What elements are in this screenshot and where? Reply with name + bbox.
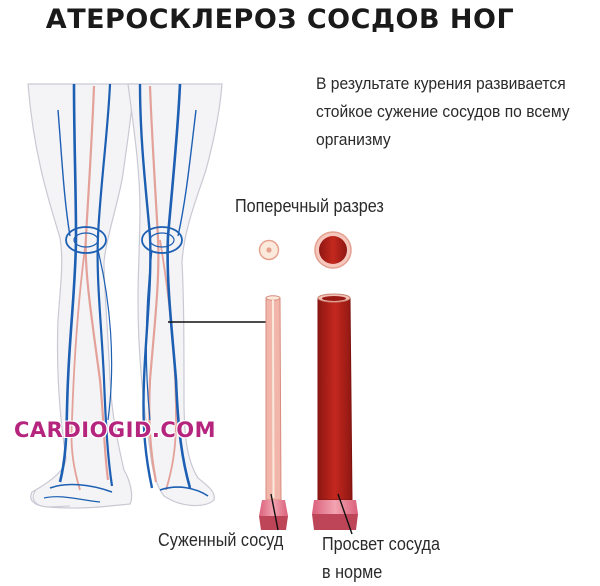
normal-vessel (312, 293, 358, 530)
normal-pointer (337, 493, 353, 535)
narrowed-pointer (270, 493, 279, 531)
page-title: АТЕРОСКЛЕРОЗ СОСДОВ НОГ (45, 4, 515, 35)
cross-section-narrowed (258, 239, 280, 261)
normal-lumen-label-line2: в норме (322, 562, 383, 582)
normal-lumen-label: Просвет сосуда (322, 534, 440, 554)
cross-section-normal (314, 231, 352, 269)
right-leg (127, 83, 223, 507)
description-text: В результате курения развивается стойкое… (316, 74, 570, 149)
watermark: CARDIOGID.COM (14, 418, 217, 442)
narrowed-vessel-label: Суженный сосуд (158, 530, 284, 550)
narrowed-vessel (259, 295, 288, 530)
cross-section-label: Поперечный разрез (235, 196, 384, 216)
left-leg (27, 83, 135, 509)
